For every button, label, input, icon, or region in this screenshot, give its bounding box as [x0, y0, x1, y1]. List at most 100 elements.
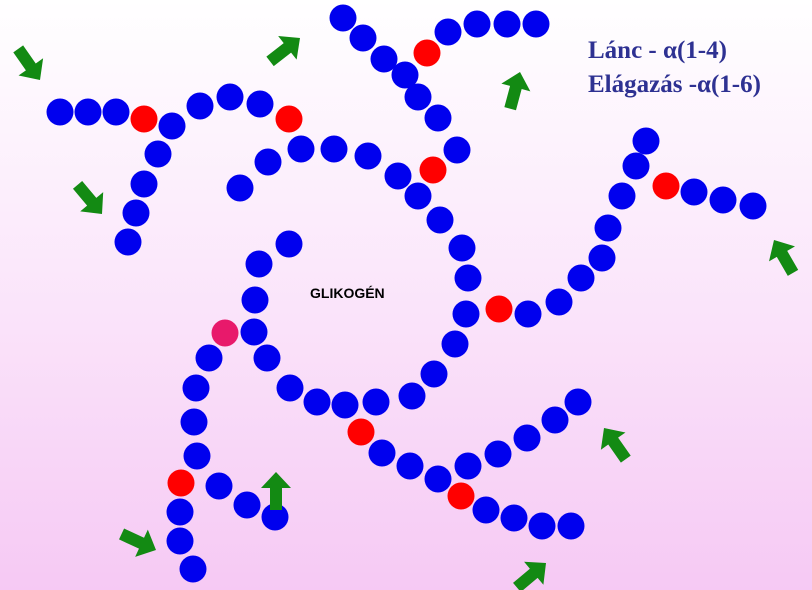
glucose-unit	[564, 388, 592, 416]
glucose-unit	[680, 178, 708, 206]
glucose-unit	[632, 127, 660, 155]
glucose-unit	[122, 199, 150, 227]
center-label: GLIKOGÉN	[310, 285, 385, 301]
glucose-unit	[608, 182, 636, 210]
glucose-unit	[144, 140, 172, 168]
glucose-unit	[183, 442, 211, 470]
glucose-unit	[709, 186, 737, 214]
glucose-unit	[424, 465, 452, 493]
glucose-unit	[205, 472, 233, 500]
green-arrow-icon	[266, 36, 300, 67]
branch-point	[211, 319, 239, 347]
glucose-unit	[513, 424, 541, 452]
glucose-unit	[233, 491, 261, 519]
glucose-unit	[557, 512, 585, 540]
glucose-unit	[452, 300, 480, 328]
glucose-unit	[398, 382, 426, 410]
glucose-unit	[216, 83, 244, 111]
glucose-unit	[195, 344, 223, 372]
glucose-unit	[484, 440, 512, 468]
glucose-unit	[102, 98, 130, 126]
branch-point	[652, 172, 680, 200]
glucose-unit	[240, 318, 268, 346]
glucose-unit	[454, 264, 482, 292]
glucose-unit	[384, 162, 412, 190]
glucose-unit	[180, 408, 208, 436]
glucose-unit	[368, 439, 396, 467]
glucose-unit	[253, 344, 281, 372]
branch-point	[130, 105, 158, 133]
glucose-unit	[493, 10, 521, 38]
glucose-unit	[454, 452, 482, 480]
glucose-unit	[74, 98, 102, 126]
glucose-unit	[46, 98, 74, 126]
glucose-unit	[370, 45, 398, 73]
glucose-unit	[441, 330, 469, 358]
glucose-unit	[567, 264, 595, 292]
glucose-unit	[472, 496, 500, 524]
green-arrow-icon	[72, 181, 104, 214]
glucose-unit	[424, 104, 452, 132]
branch-point	[413, 39, 441, 67]
glucose-unit	[545, 288, 573, 316]
glucose-unit	[166, 498, 194, 526]
glucose-unit	[349, 24, 377, 52]
glucose-unit	[320, 135, 348, 163]
glucose-unit	[404, 83, 432, 111]
green-arrow-icon	[513, 561, 546, 590]
glucose-unit	[514, 300, 542, 328]
glucose-unit	[391, 61, 419, 89]
green-arrow-icon	[119, 528, 156, 557]
green-arrow-icon	[769, 240, 799, 276]
glucose-unit	[426, 206, 454, 234]
glucose-unit	[166, 527, 194, 555]
glucose-unit	[158, 112, 186, 140]
glucose-unit	[329, 4, 357, 32]
glucose-unit	[354, 142, 382, 170]
glucose-unit	[448, 234, 476, 262]
glucose-unit	[362, 388, 390, 416]
branch-point	[447, 482, 475, 510]
branch-point	[419, 156, 447, 184]
glucose-unit	[541, 406, 569, 434]
glucose-unit	[130, 170, 158, 198]
glucose-unit	[588, 244, 616, 272]
glucose-unit	[303, 388, 331, 416]
glucose-unit	[500, 504, 528, 532]
legend-chain-bond: Lánc - α(1-4)	[588, 37, 727, 64]
glucose-unit	[246, 90, 274, 118]
green-arrow-icon	[261, 472, 291, 510]
glucose-unit	[245, 250, 273, 278]
legend-branch-bond: Elágazás -α(1-6)	[588, 71, 761, 98]
glucose-unit	[179, 555, 207, 583]
glucose-unit	[254, 148, 282, 176]
glucose-unit	[522, 10, 550, 38]
glucose-unit	[114, 228, 142, 256]
glucose-unit	[331, 391, 359, 419]
glucose-unit	[275, 230, 303, 258]
branch-point	[275, 105, 303, 133]
glucose-unit	[261, 503, 289, 531]
glucose-unit	[594, 214, 622, 242]
branch-point	[167, 469, 195, 497]
glucose-unit	[182, 374, 210, 402]
glucose-unit	[420, 360, 448, 388]
green-arrow-icon	[501, 72, 531, 111]
glucose-unit	[404, 182, 432, 210]
glucose-unit	[434, 18, 462, 46]
glucose-unit	[287, 135, 315, 163]
legend: Lánc - α(1-4) Elágazás -α(1-6)	[588, 34, 761, 102]
glucose-unit	[739, 192, 767, 220]
glucose-unit	[396, 452, 424, 480]
glucose-unit	[443, 136, 471, 164]
green-arrow-icon	[13, 45, 44, 80]
glucose-unit	[241, 286, 269, 314]
branch-point	[347, 418, 375, 446]
branch-point	[485, 295, 513, 323]
glucose-unit	[276, 374, 304, 402]
glucose-unit	[226, 174, 254, 202]
green-arrow-icon	[600, 428, 631, 463]
glucose-unit	[622, 152, 650, 180]
